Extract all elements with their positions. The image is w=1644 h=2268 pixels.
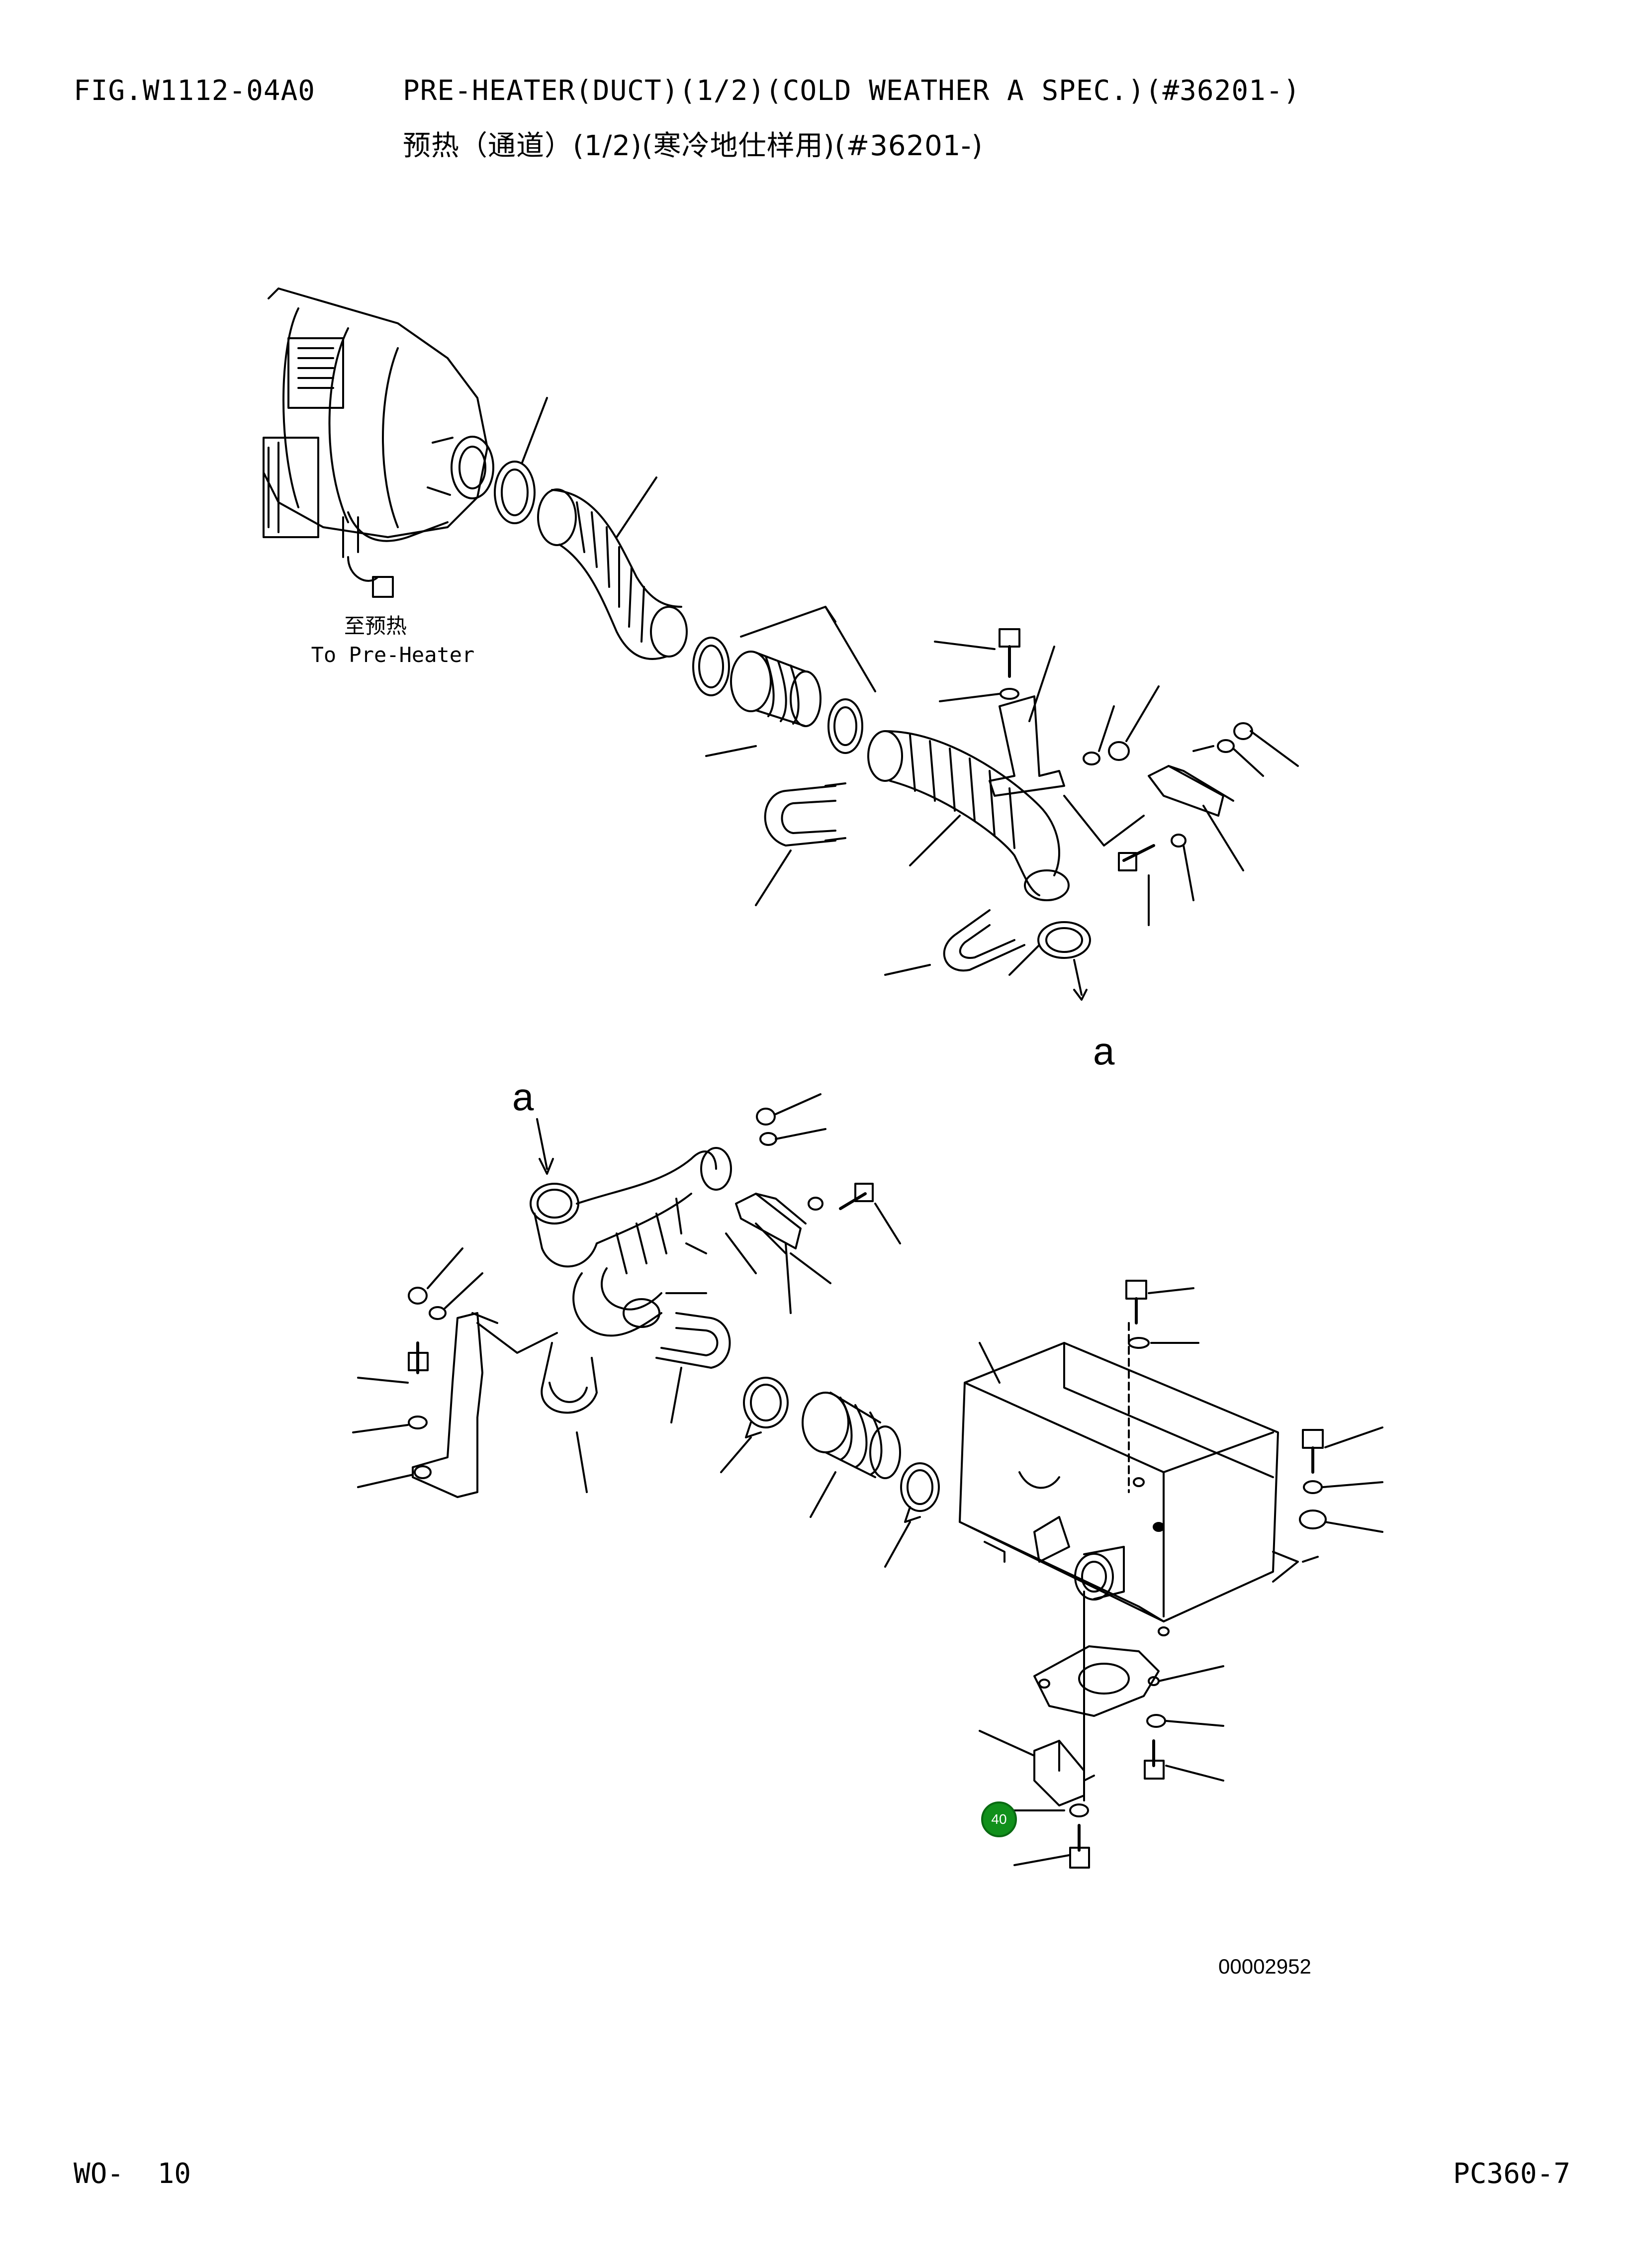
machine-model: PC360-7 [1453, 2158, 1570, 2190]
support-bracket-right [1118, 722, 1299, 926]
outlet-pipe [984, 1516, 1125, 1601]
duct-clamp-ring-3 [827, 698, 863, 754]
label-to-preheater-chinese: 至预热 [344, 614, 407, 638]
figure-title-chinese: 预热（通道）(1/2)(寒冷地仕样用)(#36201-) [403, 130, 983, 162]
part-callout-40[interactable]: 40 [981, 1801, 1017, 1837]
duct-clamp-ring-2 [692, 637, 730, 696]
flexible-duct-1 [537, 476, 688, 660]
figure-title-english: PRE-HEATER(DUCT)(1/2)(COLD WEATHER A SPE… [403, 75, 1301, 107]
bellows-joint-upper [705, 606, 876, 757]
label-to-preheater-english: To Pre-Heater [311, 643, 475, 667]
bellows-joint-lower [802, 1392, 901, 1518]
flexible-duct-2 [867, 730, 1070, 901]
drawing-number: 00002952 [1218, 1955, 1311, 1978]
bracket-lower-top [725, 1093, 901, 1314]
arrow-a-pointer [536, 1118, 554, 1175]
preheater-unit [263, 287, 494, 598]
page-number: WO- 10 [74, 2158, 191, 2190]
hose-clamp-lower-2 [884, 1462, 940, 1568]
u-bolt-1 [755, 782, 846, 906]
u-bolt-2 [884, 909, 1025, 976]
duct-clamp-ring-1 [494, 397, 548, 524]
hose-clamp-upper [1008, 921, 1091, 1001]
preheater-box [959, 1322, 1319, 1636]
support-bracket-upper [934, 628, 1160, 847]
hose-clamp-lower-1 [720, 1377, 789, 1473]
arrow-label-a-upper-assembly: a [1093, 1029, 1115, 1073]
figure-code: FIG.W1112-04A0 [74, 75, 316, 107]
gasket-plate [1033, 1645, 1224, 1717]
bracket-plate-lower [979, 1730, 1095, 1806]
flexible-duct-lower [530, 1147, 732, 1337]
bolts-right-column [1013, 1280, 1383, 1869]
u-bolt-lower-2 [655, 1312, 731, 1423]
u-bolt-lower-1 [541, 1342, 598, 1493]
arrow-label-a-lower-assembly: a [512, 1075, 534, 1119]
bracket-lower-left [352, 1247, 558, 1498]
